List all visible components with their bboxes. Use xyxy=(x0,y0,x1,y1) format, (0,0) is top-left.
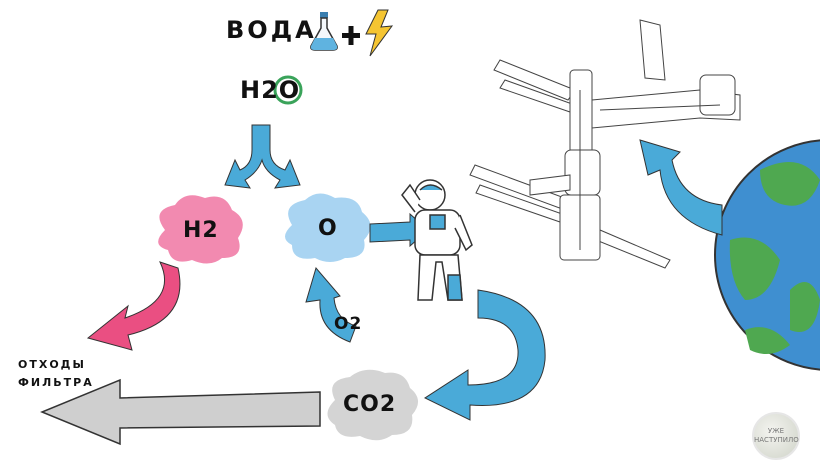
h2-label: H2 xyxy=(183,218,219,243)
flask-icon xyxy=(310,12,338,51)
arrow-o2 xyxy=(305,266,357,343)
split-arrow xyxy=(224,124,301,189)
earth-globe xyxy=(714,139,820,371)
co2-label: CO2 xyxy=(343,392,397,417)
waste-label-line2: ФИЛЬТРА xyxy=(18,376,94,389)
lightning-icon xyxy=(365,9,394,57)
water-label: ВОДА xyxy=(226,16,317,44)
arrow-to-waste xyxy=(86,261,181,351)
arrow-waste-big xyxy=(40,378,321,446)
o2-label: O2 xyxy=(334,314,363,334)
co2-cloud xyxy=(327,369,419,441)
h2o-formula: H2O xyxy=(240,76,301,104)
highlight-circle xyxy=(273,75,303,105)
waste-label-line1: ОТХОДЫ xyxy=(18,358,86,371)
h2-cloud xyxy=(158,195,243,264)
space-station-drawing xyxy=(469,19,741,269)
astronaut-figure xyxy=(401,179,473,301)
o-label: O xyxy=(318,216,340,241)
o-cloud xyxy=(285,193,371,262)
arrow-to-co2 xyxy=(423,289,546,421)
watermark-logo: УЖЕ НАСТУПИЛО xyxy=(752,412,800,460)
arrow-earth-to-station xyxy=(639,139,723,236)
plus-icon xyxy=(342,26,360,45)
watermark-line1: УЖЕ xyxy=(767,427,785,435)
watermark-line2: НАСТУПИЛО xyxy=(754,436,799,444)
